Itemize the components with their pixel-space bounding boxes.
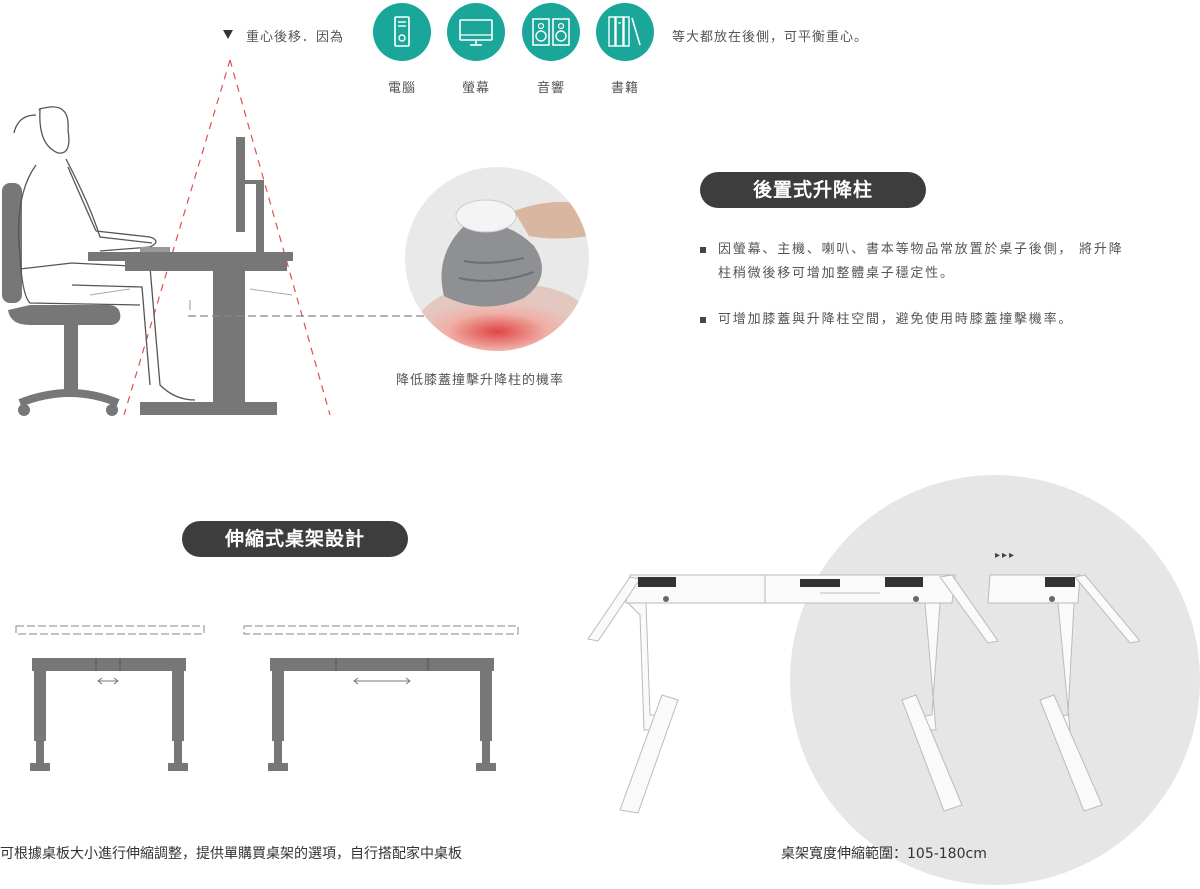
bullet-square-icon [700,247,706,253]
triangle-down-icon [223,30,233,39]
computer-tower-icon [373,3,431,61]
icon-label-monitor: 螢幕 [461,81,490,96]
telescopic-caption-left: 可根據桌板大小進行伸縮調整，提供單購買桌架的選項，自行搭配家中桌板 [0,846,462,862]
top-caption-prefix: 重心後移．因為 [246,30,345,45]
rear-column-title: 後置式升降柱 [700,172,926,208]
seated-person-desk-illustration [2,59,430,416]
rear-column-bullet-1: 因螢幕、主機、喇叭、書本等物品常放置於桌子後側， 將升降 柱稍微後移可增加整體桌… [700,238,1200,286]
icon-label-books: 書籍 [610,81,639,96]
knee-caption: 降低膝蓋撞擊升降柱的機率 [396,373,565,388]
extend-arrows-icon: ▸▸▸ [995,550,1017,561]
knee-ice-pack-image [405,167,589,351]
icon-label-speaker: 音響 [536,81,565,96]
speaker-icon [522,3,580,61]
bullet-square-icon [700,317,706,323]
white-desk-frame-illustration [587,574,1140,814]
icon-label-computer: 電腦 [387,81,416,96]
telescopic-caption-right: 桌架寬度伸縮範圍：105-180cm [781,846,987,862]
top-caption-suffix: 等大都放在後側，可平衡重心。 [672,30,869,45]
telescopic-title: 伸縮式桌架設計 [182,521,408,557]
books-icon [596,3,654,61]
rear-column-bullet-2: 可增加膝蓋與升降柱空間，避免使用時膝蓋撞擊機率。 [700,308,1200,332]
frame-showcase-circle [790,475,1200,885]
frame-width-diagrams [15,625,519,771]
monitor-icon [447,3,505,61]
